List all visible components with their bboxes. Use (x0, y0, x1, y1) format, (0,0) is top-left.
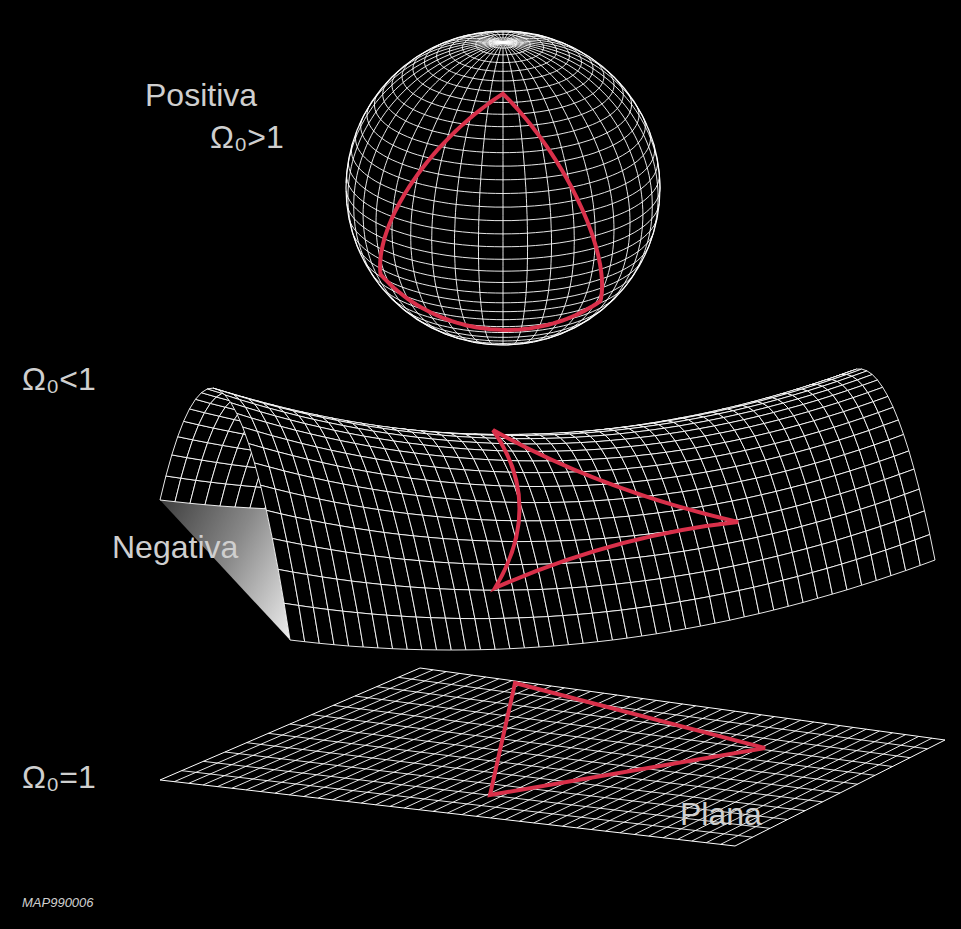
sphere (346, 31, 660, 345)
grid-line (503, 42, 660, 188)
grid-line (413, 50, 503, 102)
density-label: Ω₀>1 (210, 120, 284, 155)
flat-triangle (490, 683, 765, 795)
grid-line (503, 42, 552, 343)
saddle-cell (915, 535, 935, 566)
grid-line (376, 42, 503, 326)
grid-line (347, 204, 503, 259)
grid-line (503, 38, 574, 48)
grid-line (432, 42, 503, 341)
grid-line (503, 42, 574, 341)
grid-line (503, 219, 657, 271)
grid-line (503, 42, 630, 326)
grid-line (503, 40, 593, 59)
plane-sheet (160, 668, 945, 846)
grid-line (455, 42, 504, 343)
grid-line (355, 696, 893, 767)
density-label: Ω₀<1 (22, 362, 96, 397)
grid-line (503, 42, 504, 345)
sphere-body (346, 31, 660, 345)
grid-line (503, 31, 512, 42)
grid-line (503, 32, 521, 42)
grid-line (333, 705, 875, 775)
curvature-label: Positiva (145, 78, 257, 113)
grid-line (503, 41, 621, 84)
grid-line (503, 286, 625, 319)
hyperbolic-triangle (493, 430, 738, 588)
grid-line (503, 50, 593, 102)
grid-line (351, 144, 503, 207)
grid-line (312, 715, 858, 785)
grid-line (503, 204, 659, 259)
spherical-triangle (380, 94, 602, 330)
grid-line (503, 42, 647, 125)
grid-line (503, 42, 595, 339)
grid-line (503, 42, 643, 314)
saddle-underside (160, 388, 290, 640)
grid-line (182, 771, 753, 838)
saddle-surface (160, 369, 935, 650)
density-label: Ω₀=1 (22, 760, 96, 795)
grid-line (503, 42, 652, 288)
flat-plane (160, 668, 945, 846)
curvature-label: Plana (680, 797, 762, 832)
curvature-label: Negativa (112, 530, 238, 565)
grid-line (411, 42, 503, 339)
grid-line (385, 41, 503, 84)
grid-line (478, 42, 503, 344)
grid-line (349, 219, 503, 271)
grid-line (377, 687, 910, 758)
image-code: MAP990006 (22, 896, 94, 910)
grid-line (503, 132, 651, 193)
grid-line (503, 42, 658, 246)
grid-line (503, 42, 528, 344)
grid-line (363, 42, 503, 314)
grid-line (356, 132, 504, 193)
grid-line (398, 677, 927, 749)
